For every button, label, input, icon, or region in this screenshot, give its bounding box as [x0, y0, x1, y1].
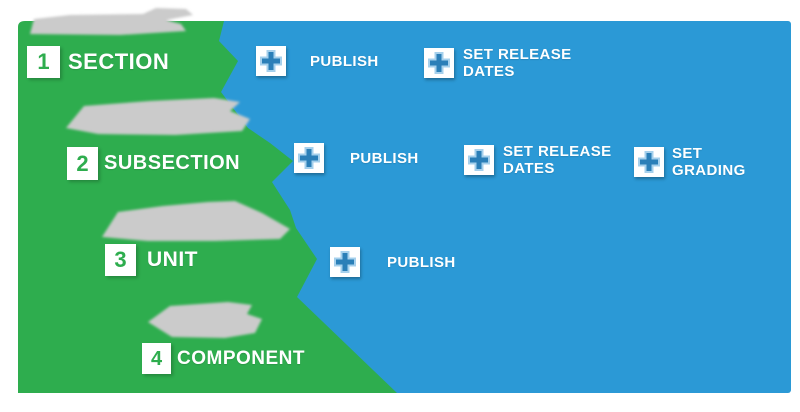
plus-icon[interactable] [464, 145, 494, 175]
step-number-badge: 1 [27, 46, 60, 78]
plus-icon[interactable] [256, 46, 286, 76]
blue-panel [200, 21, 791, 393]
step-number-badge: 4 [142, 343, 171, 374]
blurred-ribbon-1 [30, 8, 193, 35]
action-label: PUBLISH [310, 52, 379, 70]
action-label: PUBLISH [387, 253, 456, 271]
step-label: SUBSECTION [104, 152, 241, 174]
step-number-badge: 3 [105, 244, 136, 276]
step-label: UNIT [147, 248, 198, 271]
blurred-ribbon-2 [66, 98, 250, 135]
step-unit: 3 UNIT [105, 244, 198, 276]
step-subsection: 2 SUBSECTION [67, 147, 240, 180]
step-label: COMPONENT [177, 347, 305, 369]
action-unit-publish: PUBLISH [330, 247, 456, 277]
blurred-ribbon-3 [102, 201, 290, 241]
plus-icon[interactable] [330, 247, 360, 277]
plus-icon[interactable] [294, 143, 324, 173]
step-label: SECTION [68, 49, 170, 74]
action-label: PUBLISH [350, 149, 419, 167]
step-component: 4 COMPONENT [142, 343, 305, 374]
blurred-ribbon-4 [148, 302, 262, 338]
step-number-badge: 2 [67, 147, 98, 180]
action-section-publish: PUBLISH [256, 46, 379, 76]
plus-icon[interactable] [424, 48, 454, 78]
plus-icon[interactable] [634, 147, 664, 177]
step-section: 1 SECTION [27, 46, 169, 78]
action-subsection-publish: PUBLISH [294, 143, 419, 173]
